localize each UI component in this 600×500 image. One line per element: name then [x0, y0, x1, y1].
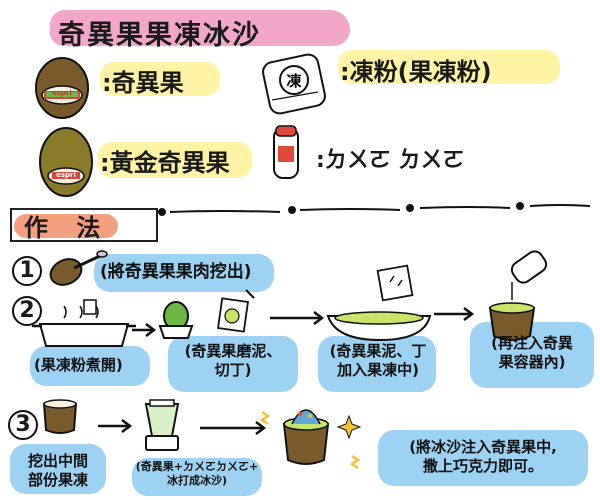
step2-number: 2	[12, 296, 42, 326]
jelly-powder-label-highlight	[338, 50, 560, 84]
step1-scoop-icon	[49, 250, 108, 286]
step3c-text: (將冰沙注入奇異果中, 撒上巧克力即可。	[382, 438, 584, 476]
step1-number: 1	[12, 256, 42, 286]
svg-text:凍: 凍	[286, 72, 302, 90]
kiwi-cup-pour-icon	[488, 250, 548, 341]
step3-number: 3	[8, 410, 38, 440]
step2d-line2: 果容器內)	[498, 352, 566, 371]
step3c-line2: 撒上巧克力即可。	[422, 456, 543, 475]
step2b-highlight	[168, 336, 298, 392]
step1-text: (將奇異果果肉挖出)	[100, 262, 252, 282]
step2c-text: (奇異果泥、丁 加入果凍中)	[322, 342, 434, 380]
step2c-line1: (奇異果泥、丁	[329, 342, 427, 360]
step2b-line1: (奇異果磨泥、	[184, 342, 282, 360]
kiwi-mash-icon	[158, 301, 194, 339]
jelly-powder-jar-icon: 凍	[262, 53, 326, 115]
flow-arrows	[98, 307, 475, 435]
jelly-powder-label: :凍粉(果凍粉)	[340, 58, 492, 86]
step2a-text: (果凍粉煮開)	[34, 356, 123, 374]
blender-icon	[144, 399, 180, 451]
step3b-line1: (奇異果+ㄉㄨㄛㄉㄨㄛ+	[135, 460, 259, 473]
title-highlight	[50, 10, 350, 46]
golden-kiwi-label-highlight	[98, 142, 252, 178]
kiwi-slice-icon	[217, 289, 255, 333]
method-header-box	[10, 208, 158, 242]
step3a-line1: 挖出中間	[27, 452, 88, 470]
golden-kiwi-can-icon	[39, 127, 93, 197]
step3a-line2: 部份果凍	[27, 470, 88, 489]
jelly-bowl-icon	[326, 264, 432, 342]
step3c-line1: (將冰沙注入奇異果中,	[409, 438, 557, 456]
step2b-line2: 切丁)	[214, 360, 252, 379]
step2c-highlight	[318, 336, 436, 392]
step2d-text: (再注入奇異 果容器內)	[474, 334, 590, 372]
step2a-highlight	[30, 346, 150, 386]
step3b-line2: 冰打成冰沙)	[166, 473, 228, 487]
divider-line	[158, 202, 591, 216]
kiwi-label: :奇異果	[102, 69, 184, 97]
golden-kiwi-label: :黃金奇異果	[100, 149, 230, 177]
method-header: 作 法	[24, 214, 111, 242]
kiwi-label-highlight	[100, 62, 220, 96]
step1-highlight	[94, 254, 274, 292]
step3c-highlight	[378, 430, 588, 486]
kiwi-can-icon	[35, 57, 89, 119]
step2b-text: (奇異果磨泥、 切丁)	[172, 342, 294, 380]
can-brand-text-2: espri	[56, 171, 76, 179]
method-header-highlight	[14, 214, 118, 238]
can-brand-text-1: espri	[52, 89, 72, 97]
step3b-text: (奇異果+ㄉㄨㄛㄉㄨㄛ+ 冰打成冰沙)	[134, 460, 260, 488]
step3b-highlight	[132, 458, 262, 496]
step3a-highlight	[10, 444, 106, 494]
page-title: 奇異果果凍冰沙	[58, 20, 261, 51]
step2-pot-icon	[32, 299, 136, 347]
yakult-bottle-icon	[273, 125, 299, 179]
yakult-label: :ㄉㄨㄛ ㄉㄨㄛ	[316, 148, 465, 173]
step2d-highlight	[470, 322, 594, 388]
step2c-line2: 加入果凍中)	[337, 360, 419, 379]
step3a-text: 挖出中間 部份果凍	[14, 452, 102, 490]
step3-kiwi-cup-icon	[42, 399, 78, 434]
step2d-line1: (再注入奇異	[491, 334, 573, 352]
final-cup-icon	[259, 409, 362, 470]
